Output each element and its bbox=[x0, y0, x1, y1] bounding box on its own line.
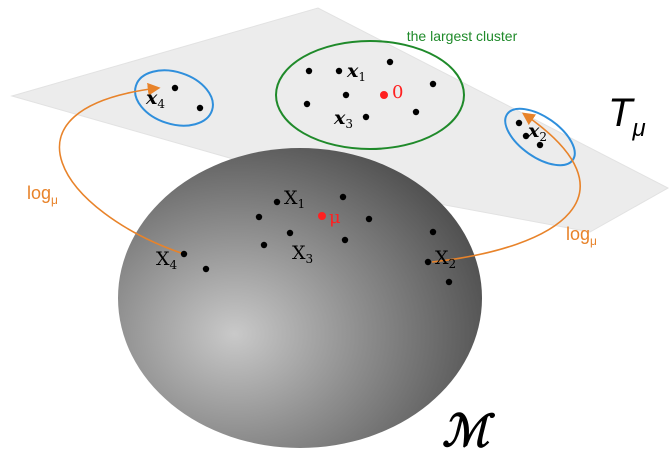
manifold-dot bbox=[180, 250, 188, 258]
manifold-dot bbox=[445, 278, 453, 286]
tangent-dot bbox=[196, 104, 204, 112]
manifold-label-X4: X4 bbox=[156, 248, 178, 272]
manifold-dot bbox=[341, 236, 349, 244]
tangent-dot bbox=[171, 84, 179, 92]
manifold-label-X2: X2 bbox=[435, 247, 456, 271]
log-left-label: logμ bbox=[27, 183, 58, 207]
manifold-dot bbox=[255, 213, 263, 221]
origin-point bbox=[380, 91, 388, 99]
manifold-dot bbox=[260, 241, 268, 249]
manifold-label-X3: X3 bbox=[292, 242, 313, 266]
manifold-dot bbox=[202, 265, 210, 273]
manifold-label: ℳ bbox=[442, 406, 496, 454]
tangent-label-x2: x2 bbox=[527, 120, 547, 144]
mean-point bbox=[318, 212, 326, 220]
outlier-ring-left bbox=[134, 69, 214, 127]
tangent-dot bbox=[305, 67, 313, 75]
tangent-dot bbox=[412, 108, 420, 116]
origin-label: 0 bbox=[392, 82, 403, 103]
tangent-label-x4: x4 bbox=[145, 87, 165, 111]
tangent-dot bbox=[342, 91, 350, 99]
largest-cluster-ring bbox=[275, 40, 465, 150]
tangent-dot bbox=[386, 58, 394, 66]
tangent-dot bbox=[429, 80, 437, 88]
manifold-sphere bbox=[118, 148, 482, 448]
tangent-dot bbox=[362, 113, 370, 121]
tangent-label-x3: x3 bbox=[333, 107, 353, 131]
log-right-label: logμ bbox=[566, 224, 597, 248]
manifold-dot bbox=[424, 258, 432, 266]
log-arrow-left bbox=[58, 82, 185, 255]
manifold-dot bbox=[286, 229, 294, 237]
manifold-dot bbox=[339, 193, 347, 201]
manifold-dot bbox=[273, 198, 281, 206]
tangent-points bbox=[171, 58, 544, 149]
manifold-label-X1: X1 bbox=[284, 187, 305, 211]
tangent-space-label: Tμ bbox=[608, 91, 646, 142]
manifold-dot bbox=[429, 228, 437, 236]
tangent-dot bbox=[522, 132, 530, 140]
mean-label: μ bbox=[329, 207, 341, 228]
tangent-dot bbox=[335, 67, 343, 75]
tangent-label-x1: x1 bbox=[346, 60, 366, 84]
tangent-dot bbox=[515, 119, 523, 127]
tangent-dot bbox=[303, 100, 311, 108]
manifold-dot bbox=[365, 215, 373, 223]
manifold-points bbox=[180, 193, 453, 286]
log-arrow-right bbox=[431, 112, 581, 263]
tangent-dot bbox=[536, 141, 544, 149]
cluster-caption: the largest cluster bbox=[407, 28, 518, 44]
